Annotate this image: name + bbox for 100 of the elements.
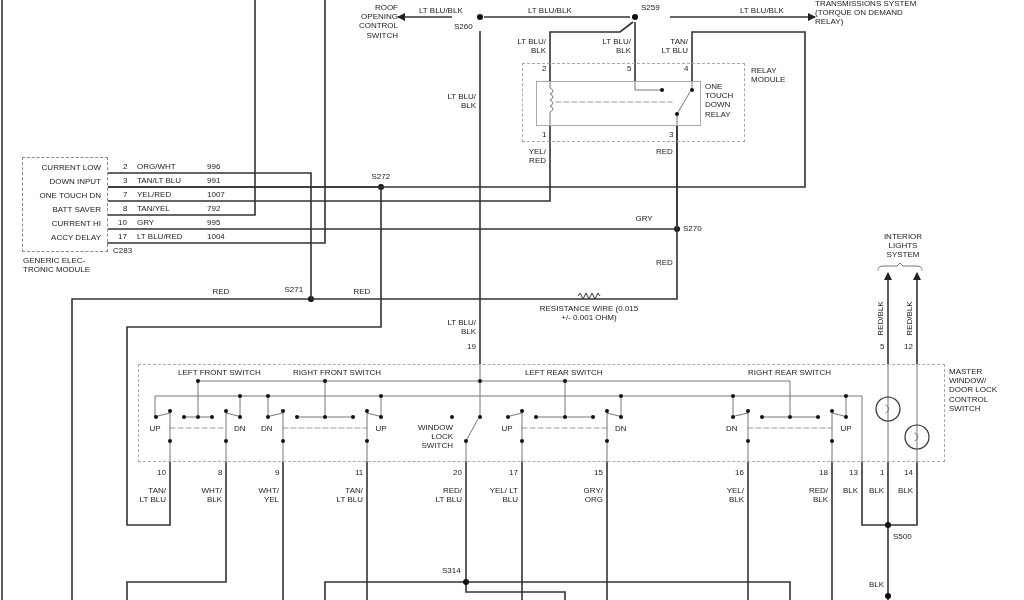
wire-label: GRY/ ORG — [582, 486, 603, 505]
module-label: GENERIC ELEC- TRONIC MODULE — [23, 256, 92, 275]
wire-label: 9 — [275, 468, 280, 478]
system-label: TRANSMISSIONS SYSTEM (TORQUE ON DEMAND RELAY) — [815, 0, 918, 27]
wire-label: 2 — [123, 162, 128, 172]
wire-label: GRY — [137, 218, 155, 228]
wire-color-label: LT BLU/BLK — [527, 6, 573, 16]
wire-label: LT BLU/RED — [137, 232, 183, 242]
wire-label: YEL/ LT BLU — [489, 486, 518, 505]
wire-label: 4 — [684, 64, 689, 74]
wire-label: ORG/WHT — [137, 162, 176, 172]
wire-label: RED — [656, 147, 673, 157]
wire-label: 1007 — [207, 190, 225, 200]
wire-label: 19 — [467, 342, 476, 352]
wire-label: BLK — [869, 486, 885, 496]
wire-label: S270 — [683, 224, 702, 234]
wire-label: RED — [656, 258, 673, 268]
wire-label: RED/ BLK — [807, 486, 828, 505]
switch-label: LEFT REAR SWITCH — [525, 368, 603, 378]
wire-label: GRY — [635, 214, 653, 224]
wire-label: WHT/ BLK — [200, 486, 222, 505]
wire-label: 11 — [355, 468, 364, 478]
wire-color-label: LT BLU/BLK — [418, 6, 464, 16]
module-label: DOWN INPUT — [49, 177, 101, 187]
wire-label: RED — [353, 287, 371, 297]
wire-label: TAN/LT BLU — [137, 176, 181, 186]
wire — [479, 30, 481, 365]
wire-label: LT BLU/ BLK — [446, 92, 476, 111]
arrow — [397, 13, 453, 21]
wire-label: TAN/YEL — [137, 204, 170, 214]
switch-label: LEFT FRONT SWITCH — [178, 368, 261, 378]
arrow — [913, 272, 921, 365]
switch-label: MASTER WINDOW/ DOOR LOCK CONTROL SWITCH — [949, 367, 998, 413]
module-label: ONE TOUCH DN — [39, 191, 101, 201]
wire — [483, 16, 631, 18]
wire — [549, 21, 634, 82]
wire — [107, 125, 678, 300]
switch-position-label: UP — [375, 424, 387, 434]
relay-label: ONE TOUCH DOWN RELAY — [705, 82, 735, 119]
module-label: BATT SAVER — [52, 205, 101, 215]
wire-label: S271 — [284, 285, 304, 295]
switch-label: ROOF OPENING CONTROL SWITCH — [357, 3, 398, 40]
wire-label: 991 — [207, 176, 221, 186]
wire-label: 3 — [669, 130, 674, 140]
wire-label: 792 — [207, 204, 221, 214]
wire-color-label: RED/BLK — [904, 300, 914, 337]
wire-label: 10 — [118, 218, 127, 228]
switch-label: WINDOW LOCK SWITCH — [416, 423, 453, 451]
wire-label: 15 — [594, 468, 603, 478]
wire-label: 17 — [118, 232, 127, 242]
wire-label: RED — [212, 287, 230, 297]
wire-label: BLK — [869, 580, 885, 590]
wire-label: S272 — [371, 172, 391, 182]
switch-label: RIGHT FRONT SWITCH — [293, 368, 382, 378]
switch-position-label: DN — [726, 424, 738, 434]
arrow — [884, 272, 892, 365]
wire-label: S314 — [442, 566, 461, 576]
wire-label: C283 — [113, 246, 133, 256]
wire-label: YEL/RED — [137, 190, 172, 200]
wire-label: 2 — [542, 64, 547, 74]
wire-label: 14 — [904, 468, 913, 478]
module-label: ACCY DELAY — [51, 233, 101, 243]
wire — [107, 125, 551, 202]
switch-label: RIGHT REAR SWITCH — [748, 368, 831, 378]
wire-label: YEL/ RED — [527, 147, 546, 166]
switch-position-label: UP — [840, 424, 852, 434]
wire-label: 996 — [207, 162, 221, 172]
wire-label: TAN/ LT BLU — [660, 37, 688, 56]
module-label: RELAY MODULE — [751, 66, 787, 85]
wire-label: RED/ LT BLU — [434, 486, 462, 505]
switch-position-label: UP — [149, 424, 161, 434]
wire-label: 12 — [904, 342, 913, 352]
wire-label: 1 — [542, 130, 547, 140]
switch-position-label: UP — [501, 424, 513, 434]
wire-label: YEL/ BLK — [725, 486, 744, 505]
wire-label: 8 — [123, 204, 128, 214]
wire-color-label: RED/BLK — [875, 300, 885, 337]
arrow — [669, 13, 816, 21]
wire-label: 3 — [123, 176, 128, 186]
module-label: CURRENT LOW — [41, 163, 101, 173]
wire — [634, 21, 636, 82]
wire-label: 5 — [880, 342, 885, 352]
wire-label: LT BLU/ BLK — [516, 37, 546, 56]
wire-label: BLK — [898, 486, 914, 496]
wire-label: 17 — [509, 468, 518, 478]
switch-position-label: DN — [234, 424, 246, 434]
wire-label: S500 — [893, 532, 912, 542]
wire-label: TAN/ LT BLU — [335, 486, 363, 505]
wire-label: 995 — [207, 218, 221, 228]
wire-label: 16 — [735, 468, 744, 478]
wire-label: LT BLU/ BLK — [446, 318, 476, 337]
switch-position-label: DN — [615, 424, 627, 434]
wire — [107, 186, 382, 526]
wire-label: 7 — [123, 190, 128, 200]
wire-label: WHT/ YEL — [257, 486, 279, 505]
wire-label: 5 — [627, 64, 632, 74]
wire-label: 18 — [819, 468, 828, 478]
wire-label: TAN/ LT BLU — [138, 486, 166, 505]
splice-label: S260 — [454, 22, 473, 32]
wire-label: 1004 — [207, 232, 225, 242]
